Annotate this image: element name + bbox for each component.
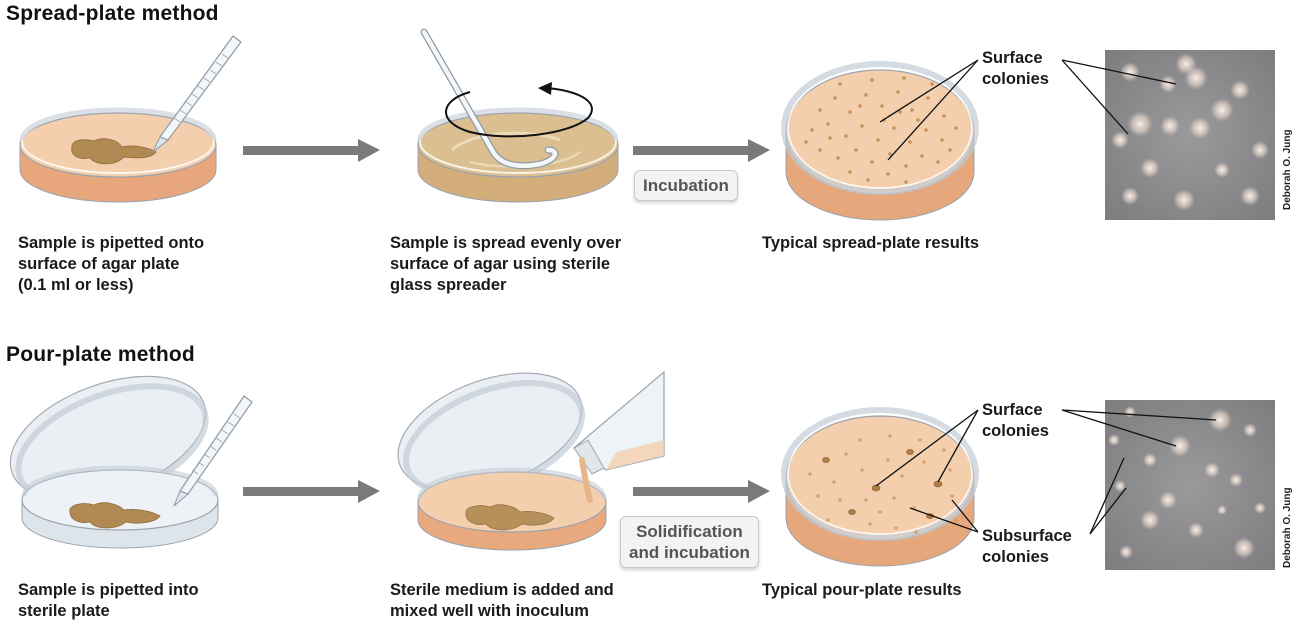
pour-subsurface-colonies [808, 434, 958, 534]
spread-photo-credit: Deborah O. Jung [1282, 129, 1293, 210]
pour-arrow-2 [633, 480, 770, 503]
pouring-flask-icon [573, 370, 665, 503]
solidification-incubation-badge: Solidification and incubation [620, 516, 759, 568]
pour-pipette-icon [173, 395, 253, 507]
glass-spreader-icon [420, 28, 559, 170]
spread-step1-caption: Sample is pipetted onto surface of agar … [18, 234, 205, 294]
pipette-icon [152, 35, 242, 153]
pour-step1-caption: Sample is pipetted into sterile plate [18, 581, 199, 620]
pour-plate-dish-2 [417, 467, 607, 551]
spread-surface-leader-lines [879, 59, 1177, 161]
spread-step2-caption: Sample is spread evenly over surface of … [390, 234, 622, 294]
pour-step3-caption: Typical pour-plate results [762, 581, 962, 599]
spread-plate-dish-2 [417, 107, 619, 203]
spread-plate-dish-1 [19, 107, 217, 203]
spread-colonies [804, 76, 958, 184]
spread-plate-result-dish [781, 61, 979, 221]
incubation-badge: Incubation [634, 170, 738, 201]
pour-leader-lines [875, 409, 1217, 535]
spread-step3-caption: Typical spread-plate results [762, 234, 980, 252]
spread-arrow-2 [633, 139, 770, 162]
pour-arrow-1 [243, 480, 380, 503]
pour-plate-title: Pour-plate method [6, 343, 195, 366]
rotation-arrow-icon [445, 82, 593, 138]
pour-plate-result-dish [781, 407, 979, 567]
pour-subsurface-colonies-label: Subsurface colonies [982, 527, 1072, 566]
pour-photo-credit: Deborah O. Jung [1282, 487, 1293, 568]
pour-plate-dish-1 [21, 465, 219, 549]
pour-surface-colonies-label: Surface colonies [982, 401, 1049, 440]
spread-arrow-1 [243, 139, 380, 162]
pour-plate-photo [1105, 400, 1275, 570]
pour-step2-caption: Sterile medium is added and mixed well w… [390, 581, 614, 620]
spread-surface-colonies-label: Surface colonies [982, 49, 1049, 88]
spread-plate-photo [1105, 50, 1275, 220]
spread-plate-title: Spread-plate method [6, 2, 219, 25]
